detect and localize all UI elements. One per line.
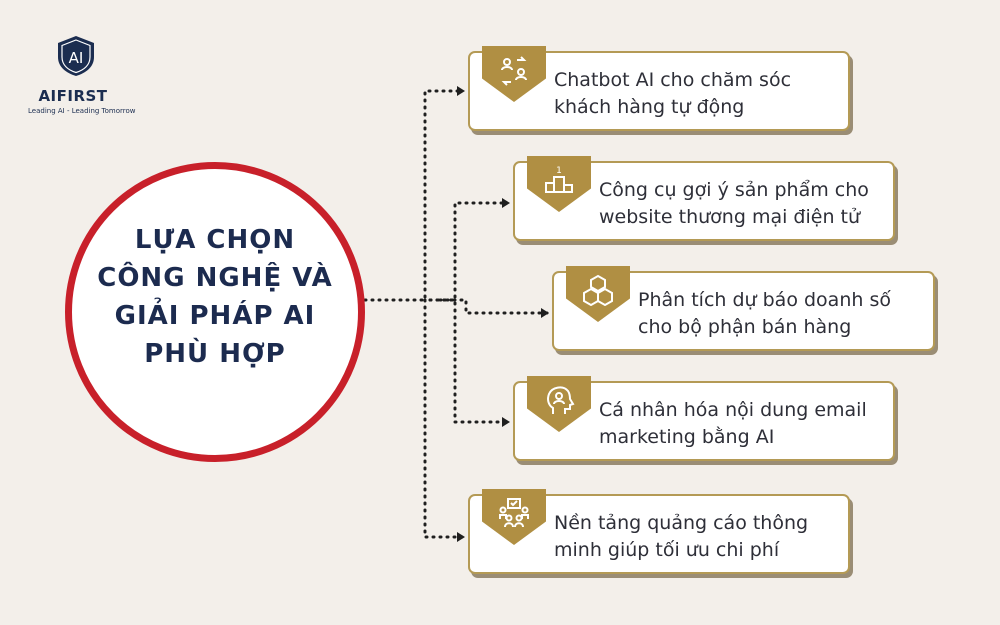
logo-tagline: Leading AI - Leading Tomorrow [28,107,136,115]
hub-title-line: PHÙ HỢP [144,339,286,369]
shield-logo-icon: AI [58,36,94,76]
connector-5 [423,298,465,542]
podium-icon: 1 [545,166,573,193]
card-badge [566,266,630,322]
logo: AI AIFIRST Leading AI - Leading Tomorrow [28,35,138,115]
logo-mark: AI [69,49,84,67]
hub-title: LỰA CHỌN CÔNG NGHỆ VÀ GIẢI PHÁP AI PHÙ H… [72,221,358,373]
connector-1 [363,86,465,302]
card-badge [482,46,546,102]
card-text: Cá nhân hóa nội dung email marketing bằn… [599,399,867,448]
people-exchange-icon [501,56,527,86]
logo-name: AIFIRST [38,87,108,105]
hub-title-line: CÔNG NGHỆ VÀ [97,263,333,293]
solution-card-recommendation: 1 Công cụ gợi ý sản phẩm cho website thư… [513,156,895,241]
solution-card-email-personalization: Cá nhân hóa nội dung email marketing bằn… [513,376,895,461]
team-meeting-icon [499,498,529,528]
card-badge [527,376,591,432]
card-badge: 1 [527,156,591,212]
connector-2 [428,198,510,302]
connector-4 [428,298,510,427]
card-text: Công cụ gợi ý sản phẩm cho website thươn… [599,179,869,228]
card-text: Nền tảng quảng cáo thông minh giúp tối ư… [554,512,809,561]
card-badge [482,489,546,545]
boxes-icon [583,274,613,306]
solution-card-sales-forecast: Phân tích dự báo doanh số cho bộ phận bá… [552,266,935,351]
head-profile-icon [547,386,575,414]
central-hub-circle: LỰA CHỌN CÔNG NGHỆ VÀ GIẢI PHÁP AI PHÙ H… [65,162,365,462]
hub-title-line: GIẢI PHÁP AI [114,301,316,331]
card-text: Phân tích dự báo doanh số cho bộ phận bá… [638,289,891,338]
solution-card-smart-ads: Nền tảng quảng cáo thông minh giúp tối ư… [468,489,850,574]
solution-card-chatbot: Chatbot AI cho chăm sóc khách hàng tự độ… [468,46,850,131]
svg-text:1: 1 [556,166,562,176]
card-text: Chatbot AI cho chăm sóc khách hàng tự độ… [554,69,792,118]
hub-title-line: LỰA CHỌN [134,225,296,255]
